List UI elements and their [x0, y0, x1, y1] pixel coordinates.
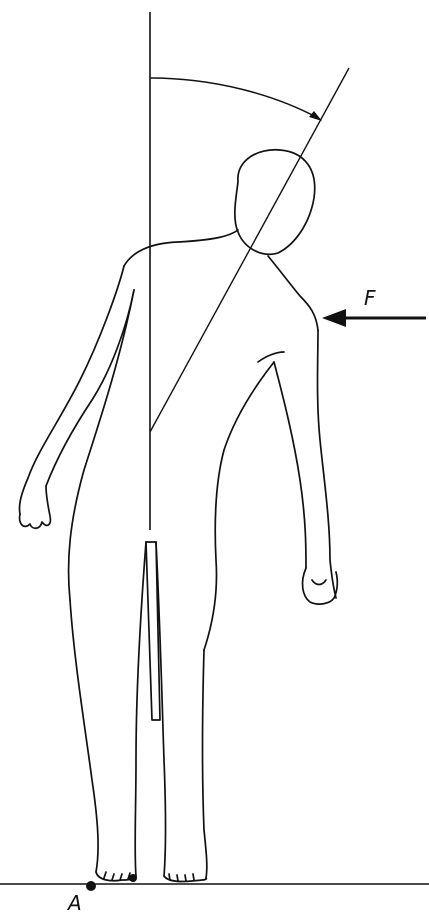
torso-left-side	[67, 289, 135, 601]
neck-right	[267, 255, 319, 331]
head-outline	[233, 148, 316, 256]
right-hand	[18, 485, 52, 530]
left-arm-outer	[316, 329, 337, 599]
right-arm-outer	[18, 265, 125, 515]
contact-point-a	[86, 881, 96, 891]
force-arrow-head	[322, 309, 346, 327]
contact-point-b	[129, 874, 137, 882]
point-label: A	[66, 891, 82, 915]
left-foot-toes	[168, 873, 195, 882]
angle-arc-arrowhead	[309, 111, 322, 121]
chest-contour	[257, 351, 285, 363]
right-foot-toes	[103, 871, 131, 881]
left-hand-fingers	[311, 579, 327, 586]
left-hand	[301, 567, 339, 605]
left-leg-inner	[155, 541, 167, 877]
human-figure-outline	[18, 148, 339, 883]
neck-left	[123, 229, 239, 267]
force-label: F	[364, 286, 376, 310]
torso-right-side	[203, 361, 275, 651]
tilted-axis-line	[149, 67, 350, 433]
angle-arc	[149, 77, 319, 119]
left-leg-outer	[201, 649, 208, 879]
right-arm-inner	[45, 289, 135, 487]
left-arm-inner	[273, 361, 307, 569]
crotch-gap	[145, 541, 161, 721]
right-leg-inner	[134, 541, 147, 877]
right-leg-outer	[69, 599, 99, 873]
